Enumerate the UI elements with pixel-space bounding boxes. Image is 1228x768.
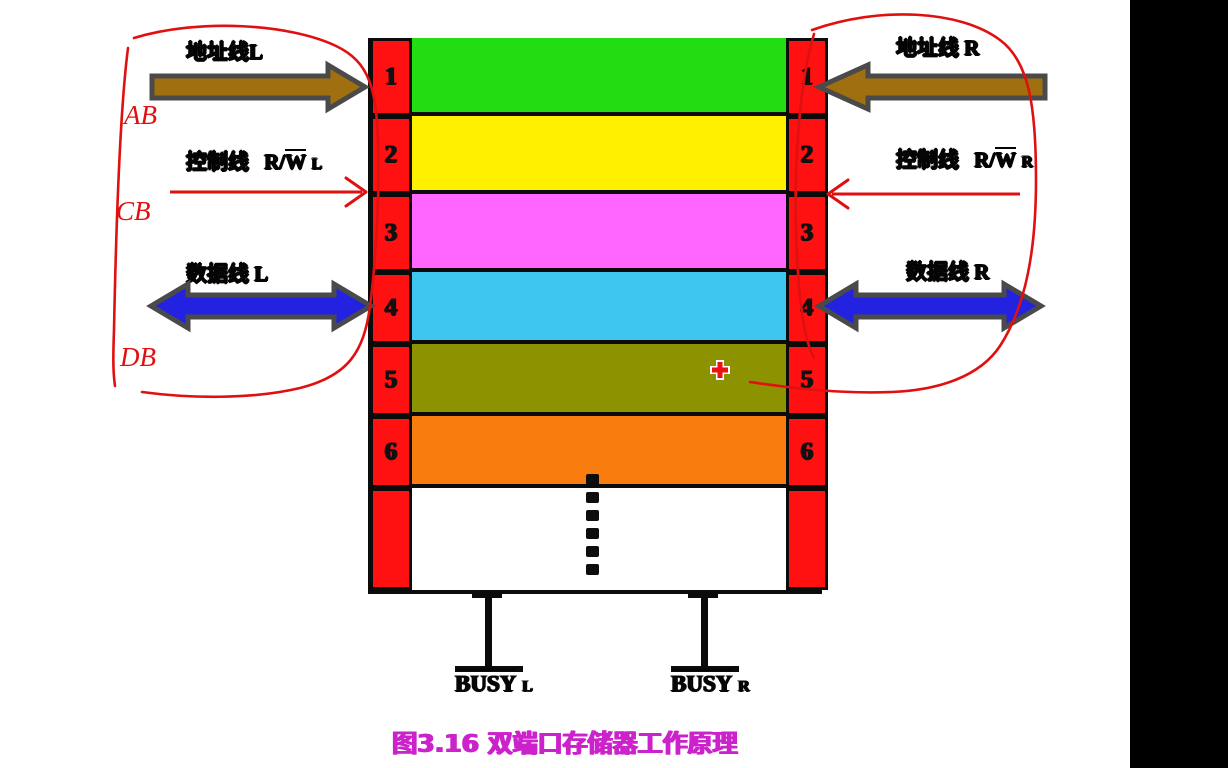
busy-right-tip [688, 592, 718, 598]
left-port-cell-2: 2 [370, 116, 412, 194]
memory-row-yellow [412, 116, 786, 194]
busy-left-suffix: L [522, 678, 533, 695]
right-port-cell-3: 3 [786, 194, 828, 272]
left-control-red-arrow-head [344, 176, 368, 208]
left-port-number: 6 [384, 438, 398, 465]
right-control-prefix: 控制线 [896, 148, 959, 172]
right-port-number: 3 [800, 219, 814, 246]
right-control-red-arrow-head [826, 178, 850, 210]
busy-left-name: BUSY [455, 668, 517, 696]
annotation-label-ab: AB [124, 100, 157, 130]
left-address-block-arrow [149, 60, 370, 114]
right-port-number: 2 [800, 141, 814, 168]
busy-right-label: BUSY R [671, 668, 750, 697]
right-port-number: 6 [800, 438, 814, 465]
right-address-line-label: 地址线 R [896, 36, 980, 60]
left-port-number: 3 [384, 219, 398, 246]
memory-row-orange [412, 416, 786, 488]
memory-row-empty [412, 488, 786, 590]
left-port-cell-6: 6 [370, 416, 412, 488]
right-control-line-label: 控制线 R/W R [896, 144, 1033, 174]
left-port-cell-4: 4 [370, 272, 412, 344]
memory-row-cyan [412, 272, 786, 344]
ellipsis-dot [586, 528, 599, 539]
right-address-block-arrow [812, 61, 1048, 113]
right-port-number: 5 [800, 366, 814, 393]
left-port-number: 2 [384, 141, 398, 168]
left-control-signal-w: W [285, 149, 307, 174]
busy-left-label: BUSY L [455, 668, 533, 697]
left-port-cell-3: 3 [370, 194, 412, 272]
ellipsis-dot [586, 510, 599, 521]
right-port-cell-2: 2 [786, 116, 828, 194]
left-port-number: 4 [384, 294, 398, 321]
right-data-block-arrow [814, 274, 1046, 338]
right-control-signal-w: W [995, 147, 1017, 172]
annotation-label-db: DB [120, 342, 156, 372]
busy-left-stem [485, 594, 492, 670]
left-control-line-label: 控制线 R/W L [186, 146, 322, 176]
right-port-cell-7 [786, 488, 828, 590]
busy-left-tip [472, 592, 502, 598]
left-control-prefix: 控制线 [186, 150, 249, 174]
left-control-suffix: L [311, 156, 323, 173]
memory-rows [412, 38, 786, 594]
right-port-number: 4 [800, 294, 814, 321]
busy-right-name: BUSY [671, 668, 733, 696]
mouse-cursor [708, 358, 732, 382]
ellipsis-dot [586, 564, 599, 575]
vertical-ellipsis-icon [586, 474, 600, 580]
left-port-cell-1: 1 [370, 38, 412, 116]
right-port-cell-5: 5 [786, 344, 828, 416]
left-data-block-arrow [146, 274, 376, 338]
right-port-cell-6: 6 [786, 416, 828, 488]
right-control-suffix: R [1021, 154, 1034, 171]
ellipsis-dot [586, 546, 599, 557]
busy-right-stem [701, 594, 708, 670]
left-port-cell-5: 5 [370, 344, 412, 416]
busy-right-suffix: R [738, 678, 750, 695]
left-port-column: 1 2 3 4 5 6 [370, 38, 412, 594]
right-control-signal-r: R/ [974, 148, 996, 172]
ellipsis-dot [586, 474, 599, 485]
left-port-number: 1 [384, 63, 398, 90]
memory-row-magenta [412, 194, 786, 272]
left-port-cell-7 [370, 488, 412, 590]
ellipsis-dot [586, 492, 599, 503]
left-port-number: 5 [384, 366, 398, 393]
memory-row-green [412, 38, 786, 116]
left-control-signal-r: R/ [264, 150, 286, 174]
right-port-number: 1 [800, 63, 814, 90]
annotation-label-cb: CB [116, 196, 151, 226]
figure-caption: 图3.16 双端口存储器工作原理 [392, 729, 738, 758]
